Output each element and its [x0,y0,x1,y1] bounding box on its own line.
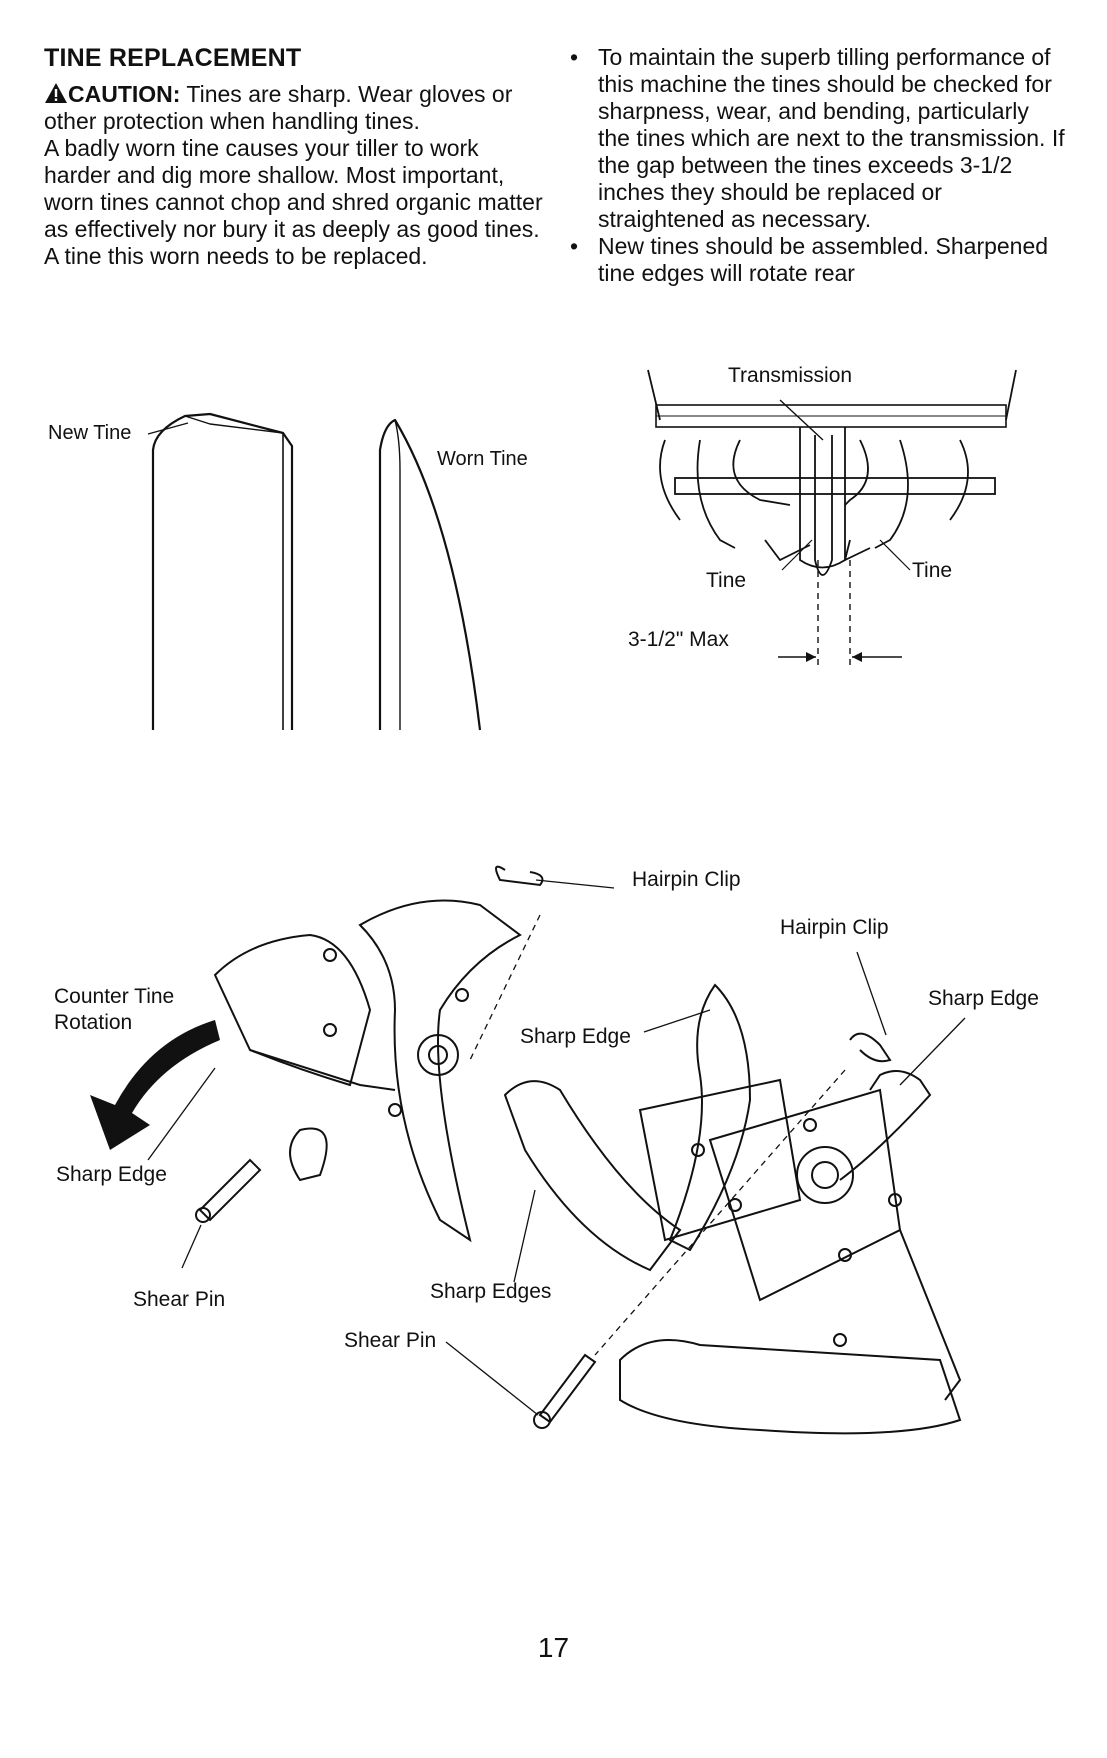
tine-label-right: Tine [912,559,952,582]
shear-pin-label: Shear Pin [344,1329,436,1352]
page-number: 17 [537,1632,570,1663]
counter-tine-rotation-label: Rotation [54,1011,132,1034]
counter-tine-rotation-label: Counter Tine [54,985,174,1008]
new-tine-label: New Tine [48,422,131,444]
hairpin-clip-label: Hairpin Clip [632,868,741,891]
caution-label: CAUTION: [68,81,181,107]
sharp-edges-label: Sharp Edges [430,1280,551,1303]
worn-tine-paragraph: A badly worn tine causes your tiller to … [44,135,543,269]
warning-triangle-icon [45,83,67,103]
caution-notice: CAUTION: Tines are sharp. Wear gloves or… [44,81,544,135]
list-item: To maintain the superb tilling performan… [566,44,1066,233]
shear-pin-label: Shear Pin [133,1288,225,1311]
hairpin-clip-label: Hairpin Clip [780,916,889,939]
max-gap-label: 3-1/2" Max [628,628,729,651]
new-tine-drawing [151,412,294,730]
right-text-column: To maintain the superb tilling performan… [566,44,1066,287]
worn-tine-drawing [378,418,482,731]
sharp-edge-label: Sharp Edge [928,987,1039,1010]
caution-text: Tines are sharp. Wear gloves or other pr… [44,81,513,134]
section-heading: TINE REPLACEMENT [44,44,302,72]
sharp-edge-label: Sharp Edge [520,1025,631,1048]
left-text-column: TINE REPLACEMENT CAUTION: Tines are shar… [44,44,544,270]
sharp-edge-label: Sharp Edge [56,1163,167,1186]
list-item: New tines should be assembled. Sharpened… [566,233,1066,287]
tine-label-left: Tine [706,569,746,592]
instruction-list: To maintain the superb tilling performan… [566,44,1066,287]
transmission-label: Transmission [728,364,852,387]
counter-rotation-arrow [90,1020,220,1150]
worn-tine-label: Worn Tine [437,448,528,470]
